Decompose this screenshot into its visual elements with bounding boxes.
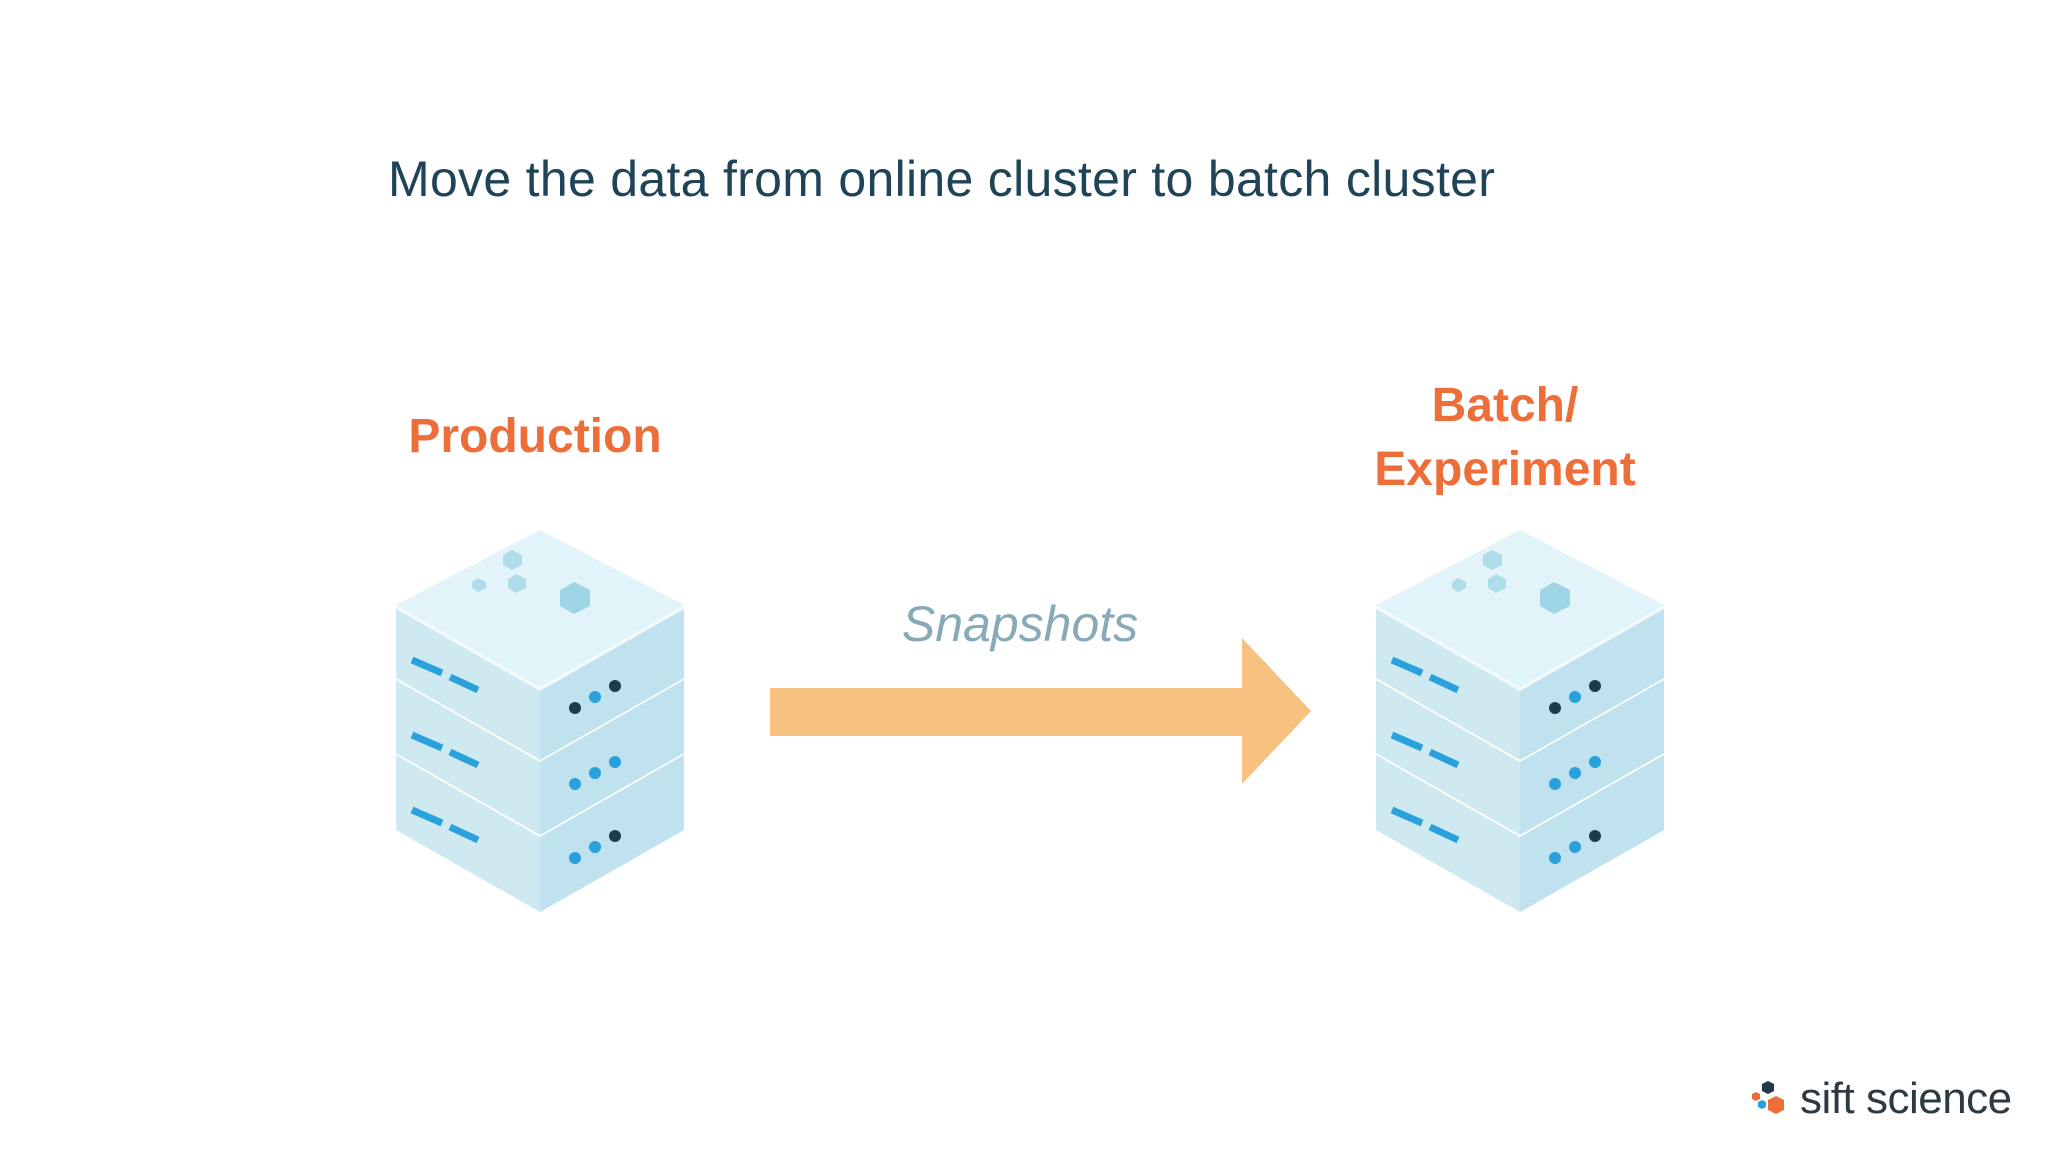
snapshots-label: Snapshots [901, 596, 1139, 652]
slide-title: Move the data from online cluster to bat… [388, 151, 1496, 207]
server-stack-icon [396, 530, 684, 912]
sift-science-logo-icon [1752, 1081, 1784, 1114]
logo-text: sift science [1800, 1074, 2012, 1123]
server-stack-icon [1376, 530, 1664, 912]
production-server-icon [396, 530, 684, 912]
batch-label-line1: Batch/ [1431, 379, 1579, 432]
right-arrow-icon [770, 638, 1311, 784]
batch-label-line2: Experiment [1374, 443, 1636, 496]
batch-experiment-label: Batch/ Experiment [1340, 374, 1670, 502]
snapshot-arrow [770, 638, 1311, 784]
batch-server-icon [1376, 530, 1664, 912]
production-label: Production [408, 410, 662, 463]
